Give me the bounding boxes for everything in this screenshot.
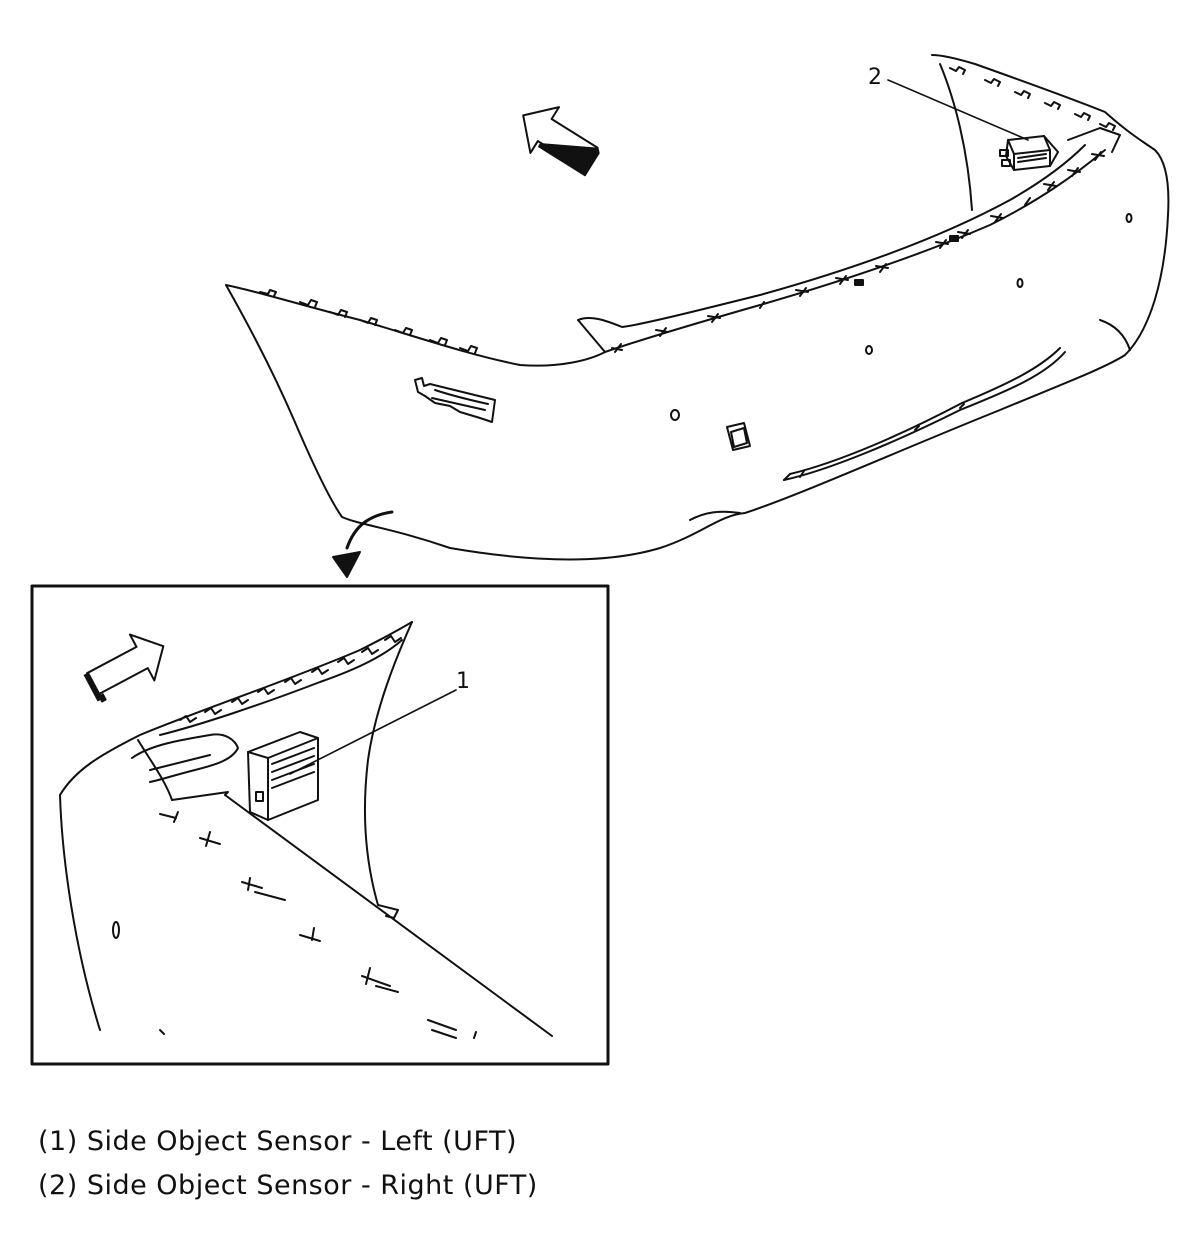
right-side-object-sensor (999, 135, 1059, 171)
curved-arrow-icon (332, 510, 394, 578)
legend-item-2: (2) Side Object Sensor - Right (UFT) (38, 1170, 538, 1201)
forward-arrow-icon (83, 633, 165, 703)
legend-item-1: (1) Side Object Sensor - Left (UFT) (38, 1126, 518, 1157)
legend: (1) Side Object Sensor - Left (UFT) (2) … (38, 1120, 538, 1208)
rear-bumper-fascia (225, 54, 1170, 561)
left-side-object-sensor (247, 731, 319, 821)
callout-2-label: 2 (868, 65, 882, 90)
callout-1-label: 1 (456, 669, 470, 694)
callout-1-leader (289, 689, 457, 775)
detail-inset (30, 584, 610, 1066)
callout-2-leader (887, 79, 1029, 141)
forward-arrow-icon (522, 106, 600, 177)
